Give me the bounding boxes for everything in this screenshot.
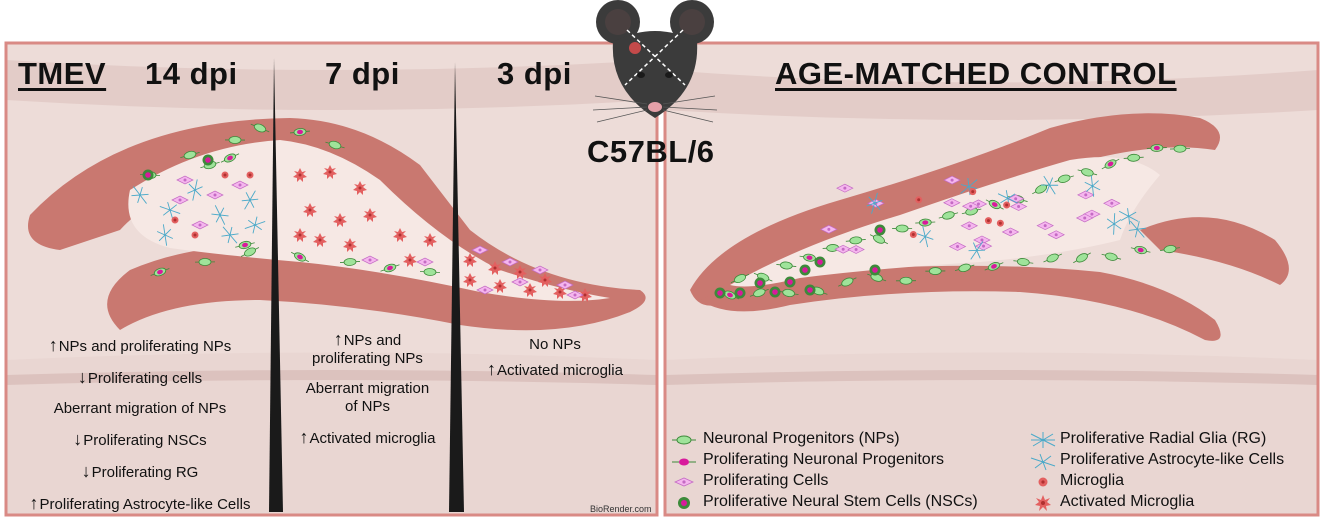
microglia-cell [222, 172, 229, 179]
nsc-cell [815, 257, 826, 268]
note-item: ↑NPs and proliferating NPs [10, 336, 270, 356]
nsc-cell [143, 170, 154, 181]
legend-label: Activated Microglia [1060, 493, 1194, 511]
note-item: No NPs [465, 336, 645, 354]
timepoint-7dpi: 7 dpi [325, 56, 400, 92]
arrow-up-icon: ↑ [300, 427, 309, 447]
microglia-icon [1039, 478, 1048, 487]
arrow-up-icon: ↑ [30, 493, 39, 513]
arrow-down-icon: ↓ [78, 367, 87, 387]
timepoint-14dpi: 14 dpi [145, 56, 238, 92]
note-item: ↓Proliferating cells [10, 368, 270, 388]
tmev-title: TMEV [18, 56, 106, 92]
arrow-down-icon: ↓ [82, 461, 91, 481]
legend-label: Proliferating Neuronal Progenitors [703, 451, 944, 469]
note-item: ↓Proliferating RG [10, 462, 270, 482]
nsc-cell [735, 288, 746, 299]
strain-label: C57BL/6 [587, 134, 715, 170]
nsc-cell [785, 277, 796, 288]
nsc-cell [203, 155, 214, 166]
nsc-cell [800, 265, 811, 276]
microglia-cell [247, 172, 254, 179]
control-title: AGE-MATCHED CONTROL [775, 56, 1177, 92]
nsc-cell [755, 278, 766, 289]
nsc-cell [715, 288, 726, 299]
microglia-cell [192, 232, 199, 239]
legend-label: Proliferating Cells [703, 472, 828, 490]
microglia-cell [997, 220, 1004, 227]
microglia-cell [915, 196, 922, 203]
microglia-cell [910, 231, 917, 238]
note-item: ↑NPs and proliferating NPs [285, 330, 450, 368]
nsc-cell [770, 287, 781, 298]
credit-label: BioRender.com [590, 504, 652, 514]
microglia-cell [969, 188, 976, 195]
notes-14dpi: ↑NPs and proliferating NPs ↓Proliferating… [10, 336, 270, 526]
legend-label: Proliferative Neural Stem Cells (NSCs) [703, 493, 978, 511]
note-item: ↑Proliferating Astrocyte-like Cells [10, 494, 270, 514]
timepoint-3dpi: 3 dpi [497, 56, 572, 92]
note-item: Aberrant migration of NPs [285, 380, 450, 416]
microglia-cell [172, 217, 179, 224]
arrow-up-icon: ↑ [49, 335, 58, 355]
nsc-cell [805, 285, 816, 296]
nsc-cell [870, 265, 881, 276]
note-item: ↑Activated microglia [285, 428, 450, 448]
nsc-cell [875, 225, 886, 236]
legend-label: Proliferative Astrocyte-like Cells [1060, 451, 1284, 469]
nsc-icon [678, 497, 690, 509]
note-item: Aberrant migration of NPs [10, 400, 270, 418]
notes-3dpi: No NPs ↑Activated microglia [465, 336, 645, 386]
arrow-up-icon: ↑ [487, 359, 496, 379]
legend-label: Neuronal Progenitors (NPs) [703, 430, 900, 448]
microglia-cell [985, 217, 992, 224]
microglia-cell [1003, 202, 1010, 209]
note-item: ↓Proliferating NSCs [10, 430, 270, 450]
note-item: ↑Activated microglia [465, 360, 645, 380]
legend-label: Proliferative Radial Glia (RG) [1060, 430, 1266, 448]
arrow-down-icon: ↓ [73, 429, 82, 449]
legend-label: Microglia [1060, 472, 1124, 490]
arrow-up-icon: ↑ [334, 329, 343, 349]
